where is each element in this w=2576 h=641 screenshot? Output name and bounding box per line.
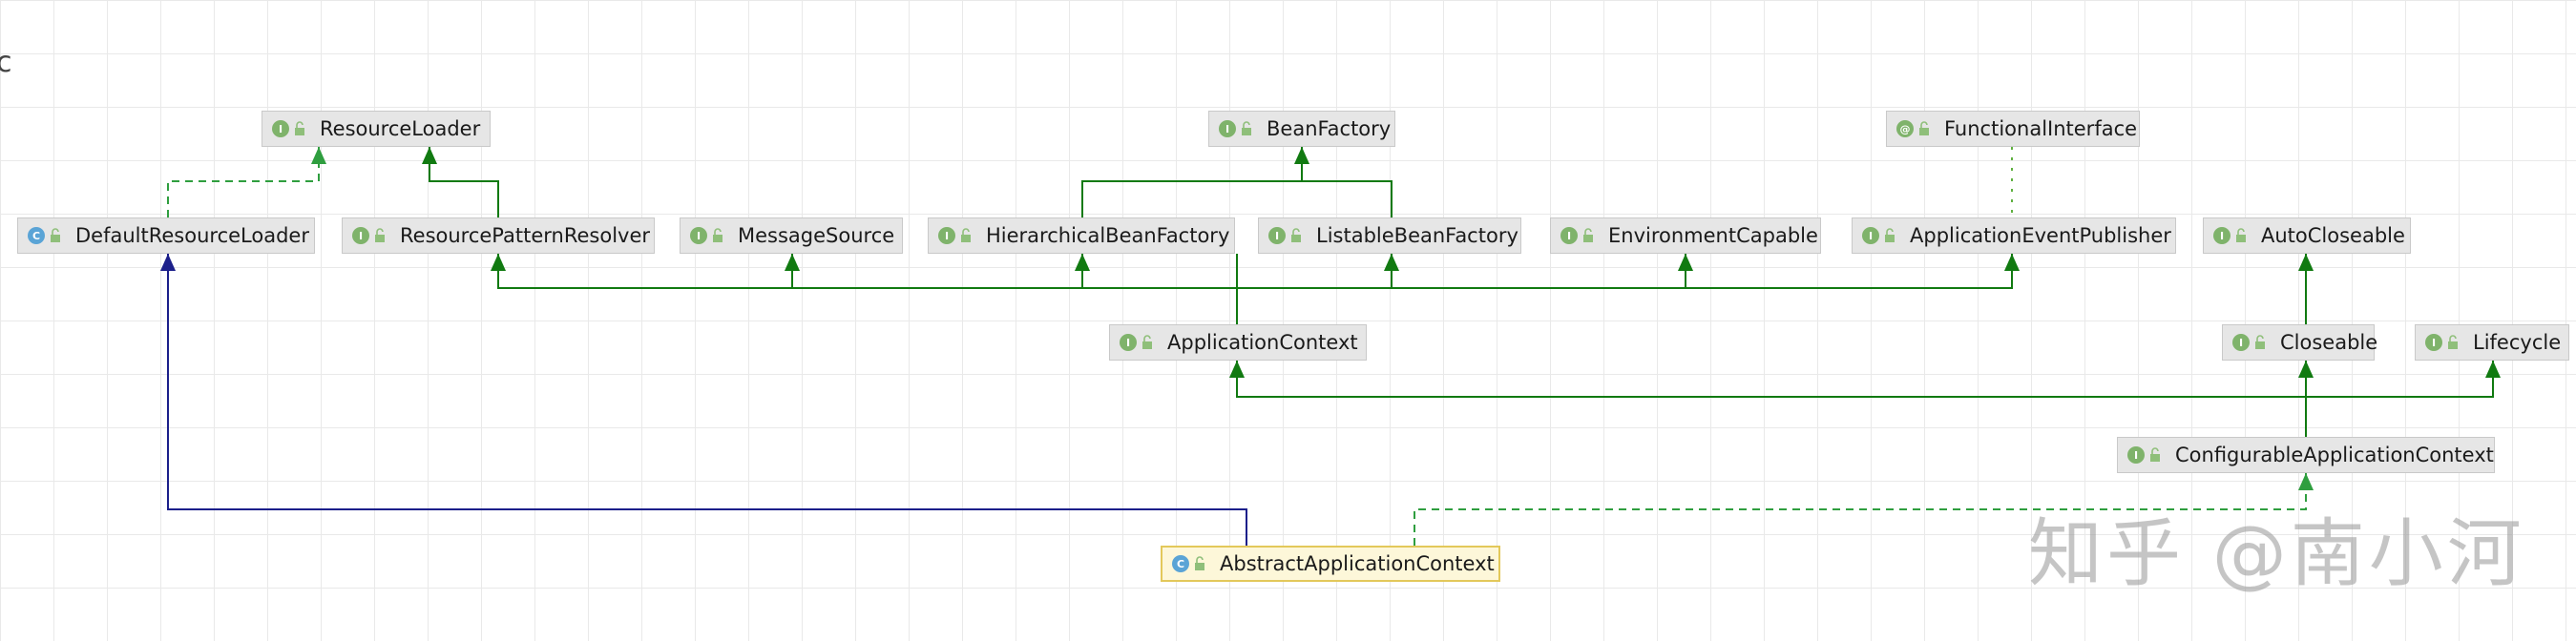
edge-line — [1302, 180, 1393, 217]
node-listable-bean-factory[interactable]: I ListableBeanFactory — [1258, 217, 1521, 254]
node-label: Closeable — [2280, 331, 2378, 354]
interface-icon: I — [2127, 446, 2145, 464]
node-label: DefaultResourceLoader — [75, 224, 309, 247]
node-auto-closeable[interactable]: I AutoCloseable — [2203, 217, 2411, 254]
interface-icon: I — [690, 227, 707, 244]
node-message-source[interactable]: I MessageSource — [680, 217, 903, 254]
interface-icon: I — [1120, 334, 1137, 351]
node-default-resource-loader[interactable]: C DefaultResourceLoader — [17, 217, 315, 254]
node-bean-factory[interactable]: I BeanFactory — [1208, 111, 1395, 147]
lock-icon — [2150, 447, 2160, 462]
edge-line — [791, 254, 1237, 289]
edge-cut-text: c — [0, 46, 12, 79]
arrowhead — [2298, 254, 2314, 271]
interface-icon: I — [1219, 120, 1236, 137]
interface-icon: I — [1862, 227, 1879, 244]
node-environment-capable[interactable]: I EnvironmentCapable — [1550, 217, 1821, 254]
arrowhead — [160, 254, 176, 271]
node-label: ApplicationEventPublisher — [1910, 224, 2171, 247]
arrowhead — [1384, 254, 1399, 271]
node-label: ResourcePatternResolver — [400, 224, 651, 247]
annotation-icon: @ — [1896, 120, 1914, 137]
lock-icon — [375, 228, 385, 242]
edge-line — [429, 147, 499, 217]
interface-icon: I — [2213, 227, 2230, 244]
edge-line — [167, 147, 320, 217]
lock-icon — [2255, 335, 2265, 349]
interface-icon: I — [2232, 334, 2250, 351]
lock-icon — [1583, 228, 1593, 242]
node-closeable[interactable]: I Closeable — [2222, 324, 2378, 361]
node-label: FunctionalInterface — [1944, 117, 2138, 140]
arrowhead — [1294, 147, 1309, 164]
node-application-event-publisher[interactable]: I ApplicationEventPublisher — [1852, 217, 2176, 254]
interface-icon: I — [272, 120, 289, 137]
node-label: AutoCloseable — [2261, 224, 2405, 247]
interface-icon: I — [1268, 227, 1286, 244]
node-configurable-application-context[interactable]: I ConfigurableApplicationContext — [2117, 437, 2495, 473]
arrowhead — [1678, 254, 1693, 271]
interface-icon: I — [1560, 227, 1578, 244]
edge-line — [1237, 254, 1393, 289]
lock-icon — [51, 228, 60, 242]
node-abstract-application-context[interactable]: C AbstractApplicationContext — [1161, 546, 1500, 582]
node-label: ListableBeanFactory — [1316, 224, 1518, 247]
arrowhead — [1229, 361, 1245, 378]
node-hierarchical-bean-factory[interactable]: I HierarchicalBeanFactory — [928, 217, 1235, 254]
node-label: ResourceLoader — [320, 117, 481, 140]
class-icon: C — [1172, 555, 1189, 572]
arrowhead — [785, 254, 800, 271]
node-resource-pattern-resolver[interactable]: I ResourcePatternResolver — [342, 217, 655, 254]
lock-icon — [1919, 121, 1929, 135]
node-label: HierarchicalBeanFactory — [986, 224, 1230, 247]
node-resource-loader[interactable]: I ResourceLoader — [262, 111, 491, 147]
lock-icon — [1885, 228, 1895, 242]
node-label: EnvironmentCapable — [1608, 224, 1818, 247]
interface-icon: I — [352, 227, 369, 244]
node-label: ApplicationContext — [1167, 331, 1358, 354]
edge-line — [1237, 254, 1686, 289]
arrowhead — [2298, 473, 2314, 490]
lock-icon — [1142, 335, 1152, 349]
node-functional-interface[interactable]: @ FunctionalInterface — [1886, 111, 2140, 147]
edge-line — [1237, 254, 2013, 289]
edge-line — [167, 254, 1247, 546]
arrowhead — [1075, 254, 1090, 271]
watermark: 知乎 @南小河 — [2028, 511, 2525, 597]
node-label: BeanFactory — [1267, 117, 1392, 140]
arrowhead — [491, 254, 506, 271]
interface-icon: I — [938, 227, 955, 244]
node-label: AbstractApplicationContext — [1220, 552, 1495, 575]
node-label: Lifecycle — [2473, 331, 2562, 354]
edge-line — [1081, 147, 1303, 217]
lock-icon — [1195, 556, 1204, 570]
edge-line — [1081, 254, 1237, 289]
node-label: MessageSource — [738, 224, 895, 247]
lock-icon — [961, 228, 971, 242]
class-icon: C — [28, 227, 45, 244]
edge-line — [1414, 473, 2307, 546]
lock-icon — [2448, 335, 2458, 349]
lock-icon — [295, 121, 304, 135]
interface-icon: I — [2425, 334, 2442, 351]
node-label: ConfigurableApplicationContext — [2175, 444, 2494, 466]
node-lifecycle[interactable]: I Lifecycle — [2415, 324, 2569, 361]
arrowhead — [422, 147, 437, 164]
arrowhead — [2485, 361, 2501, 378]
node-application-context[interactable]: I ApplicationContext — [1109, 324, 1367, 361]
lock-icon — [2236, 228, 2246, 242]
edge-line — [1236, 361, 2307, 437]
lock-icon — [713, 228, 723, 242]
edge-line — [2306, 361, 2494, 398]
arrowhead — [2298, 361, 2314, 378]
arrowhead — [2004, 254, 2020, 271]
lock-icon — [1242, 121, 1251, 135]
arrowhead — [311, 147, 326, 164]
lock-icon — [1291, 228, 1301, 242]
